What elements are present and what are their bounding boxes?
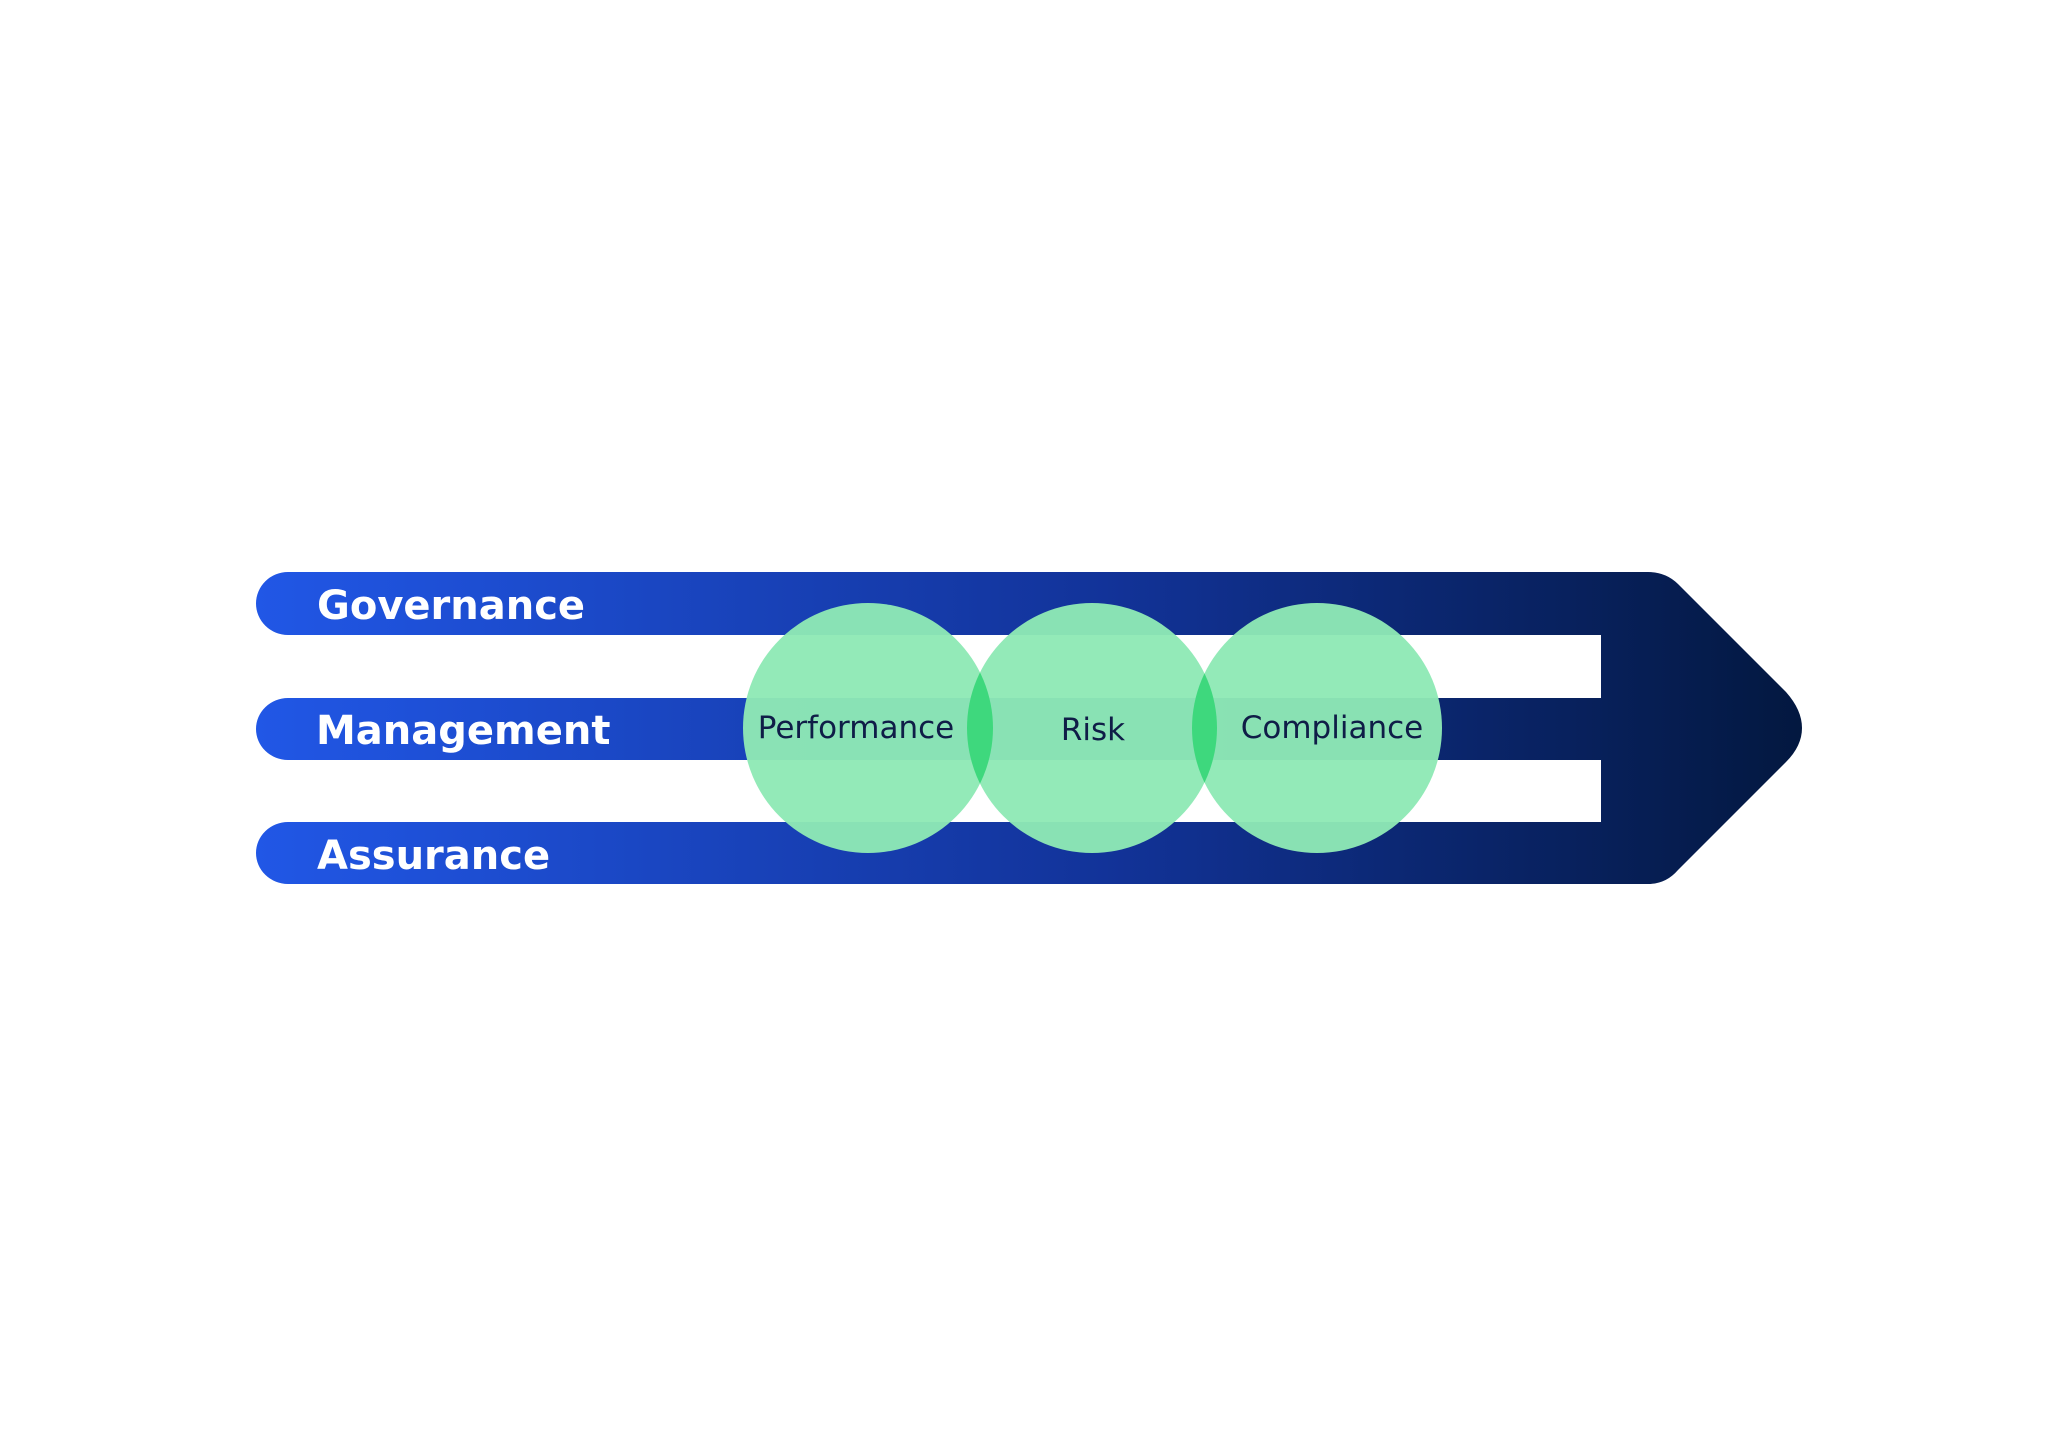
circle-compliance [1192, 603, 1442, 853]
circles-group [743, 603, 1442, 853]
circle-label-compliance: Compliance [1241, 710, 1423, 746]
bar-label-governance: Governance [317, 583, 585, 629]
circle-performance [743, 603, 993, 853]
circle-risk [967, 603, 1217, 853]
bar-label-assurance: Assurance [317, 833, 550, 879]
circle-label-risk: Risk [1061, 712, 1125, 748]
bar-label-management: Management [316, 708, 610, 754]
circle-label-performance: Performance [758, 710, 954, 746]
